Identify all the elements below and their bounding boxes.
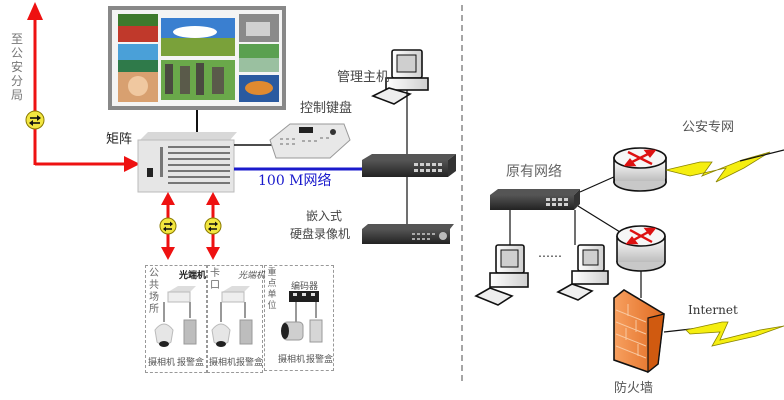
router-arrows-icon <box>623 149 657 167</box>
link-checkpoint <box>204 192 222 260</box>
char: 分 <box>10 74 23 88</box>
char: 点 <box>267 279 277 289</box>
lightning-internet-link <box>685 321 784 347</box>
char: 单 <box>267 290 277 300</box>
label-100m-network: 100 M网络 <box>258 173 332 189</box>
control-keyboard <box>269 123 351 159</box>
embedded-dvr <box>362 224 454 244</box>
char: 局 <box>10 88 23 102</box>
optical-converter-icon <box>204 217 222 235</box>
zone-public-device-label: 光端机 <box>179 271 207 281</box>
zone-checkpoint-device-label: 光端机 <box>238 271 266 281</box>
arrow-up-icon <box>27 2 43 20</box>
char: 共 <box>149 280 159 291</box>
zone-key-unit-device-graphics <box>281 291 323 343</box>
zone-public-camera-label: 摄相机 <box>148 358 176 368</box>
zone-public-alarm-label: 报警盒 <box>177 358 205 368</box>
zone-key-unit-alarm-label: 报警盒 <box>306 355 334 365</box>
router-arrows-icon <box>625 227 657 245</box>
zone-checkpoint-name: 卡 口 <box>209 268 221 292</box>
client-pc-1 <box>474 244 529 306</box>
brick-pattern <box>615 304 647 359</box>
zone-checkpoint-alarm-label: 报警盒 <box>236 358 264 368</box>
lightning-police-link <box>665 151 771 183</box>
zone-key-unit-name: 重 点 单 位 <box>266 268 278 312</box>
char: 口 <box>210 280 220 291</box>
char: 安 <box>10 60 23 74</box>
char: 卡 <box>210 268 220 279</box>
management-host-pc <box>371 49 429 105</box>
client-pc-2 <box>556 244 609 301</box>
zone-key-unit-camera-label: 摄相机 <box>278 355 306 365</box>
zone-checkpoint <box>207 265 263 373</box>
char: 重 <box>267 268 277 278</box>
char: 场 <box>149 292 159 303</box>
zone-public-places <box>145 265 207 373</box>
label-matrix: 矩阵 <box>106 132 133 147</box>
optical-converter-icon <box>159 217 177 235</box>
label-control-keyboard: 控制键盘 <box>300 101 353 116</box>
label-dvr-line1: 嵌入式 <box>306 209 343 223</box>
matrix-ports <box>168 146 230 184</box>
network-switch-existing <box>490 189 580 210</box>
zone-checkpoint-camera-label: 摄相机 <box>209 358 237 368</box>
network-switch-main <box>362 154 456 177</box>
label-management-host: 管理主机 <box>337 70 390 85</box>
zone-public-device-graphics <box>154 286 197 347</box>
optical-converter-icon <box>25 110 45 130</box>
zone-checkpoint-device-graphics <box>211 286 253 347</box>
ellipsis-more-pcs: …… <box>538 246 562 260</box>
label-dvr-line2: 硬盘录像机 <box>290 227 351 241</box>
label-internet: Internet <box>688 303 738 317</box>
matrix-device <box>137 132 237 193</box>
char: 公 <box>10 46 23 60</box>
video-wall-monitor <box>108 6 286 110</box>
zone-key-unit <box>264 265 334 371</box>
uplink-to-police-bureau <box>27 2 140 172</box>
arrow-right-icon <box>124 156 140 172</box>
router-police-network <box>613 147 667 192</box>
firewall-device <box>613 289 665 374</box>
char: 公 <box>149 268 159 279</box>
label-police-network: 公安专网 <box>682 120 735 135</box>
char: 至 <box>10 32 23 46</box>
zone-key-unit-device-label: 编码器 <box>291 282 319 292</box>
router-internet <box>616 225 666 272</box>
label-existing-network: 原有网络 <box>506 164 562 180</box>
char: 位 <box>267 301 277 311</box>
link-public-places <box>159 192 177 260</box>
char: 所 <box>149 304 159 315</box>
zone-public-name: 公 共 场 所 <box>148 268 160 316</box>
label-firewall: 防火墙 <box>614 381 654 396</box>
label-to-police-bureau: 至 公 安 分 局 <box>10 32 24 102</box>
